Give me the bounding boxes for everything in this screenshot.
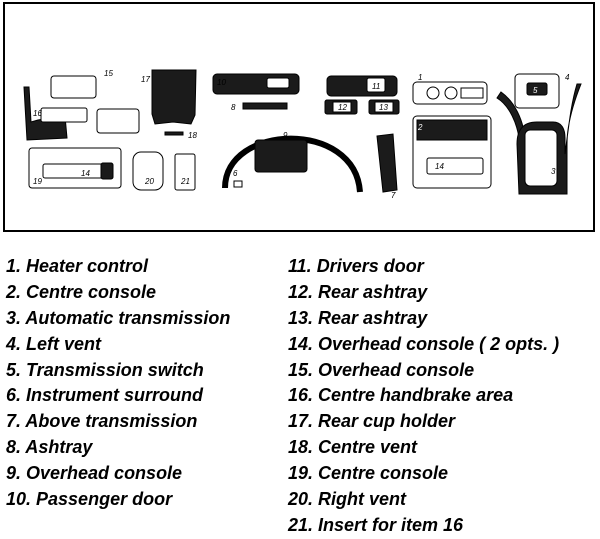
legend-item-12: 12. Rear ashtray xyxy=(288,281,428,302)
part-19-switch xyxy=(100,162,114,180)
callout-14-centre: 14 xyxy=(81,169,90,178)
part-6-instrument-surround xyxy=(222,135,363,193)
legend-item-13: 13. Rear ashtray xyxy=(288,307,428,328)
legend-item-11: 11. Drivers door xyxy=(288,256,424,276)
part-9-overhead-console xyxy=(254,139,308,173)
legend-left-column: 1. Heater control 2. Centre console 3. A… xyxy=(6,254,230,513)
part-2-top-band xyxy=(416,119,488,141)
part-8-ashtray xyxy=(242,102,288,110)
callout-15: 15 xyxy=(104,69,113,78)
callout-1: 1 xyxy=(418,73,422,82)
legend-item-17: 17. Rear cup holder xyxy=(288,411,456,432)
part-1-knob-left xyxy=(426,86,440,100)
callout-16: 16 xyxy=(33,109,42,118)
part-21-insert xyxy=(174,153,196,191)
callout-9: 9 xyxy=(283,131,288,140)
part-1-knob-center xyxy=(444,86,458,100)
legend-item-7: 7. Above transmission xyxy=(6,411,198,432)
callout-2: 2 xyxy=(417,123,423,132)
callout-19: 19 xyxy=(33,177,42,186)
legend-item-18: 18. Centre vent xyxy=(288,437,418,458)
part-15-overhead-console xyxy=(50,75,97,99)
callout-7: 7 xyxy=(391,191,396,200)
callout-10: 10 xyxy=(217,78,226,87)
parts-diagram-frame: 15 17 10 1 4 16 11 8 12 13 5 2 18 9 14 1… xyxy=(3,2,595,232)
callout-6: 6 xyxy=(233,169,238,178)
legend-item-1: 1. Heater control xyxy=(6,256,149,276)
legend-item-15: 15. Overhead console xyxy=(288,359,475,380)
callout-21: 21 xyxy=(180,177,190,186)
parts-diagram: 15 17 10 1 4 16 11 8 12 13 5 2 18 9 14 1… xyxy=(23,69,582,200)
part-11-drivers-door xyxy=(326,75,398,97)
part-6-small-insert xyxy=(233,180,243,188)
legend-item-3: 3. Automatic transmission xyxy=(6,307,231,328)
part-18-centre-vent xyxy=(164,131,184,136)
part-5-switch-inner xyxy=(526,82,548,96)
callout-20: 20 xyxy=(144,177,154,186)
callout-3: 3 xyxy=(551,167,556,176)
legend-item-2: 2. Centre console xyxy=(6,281,157,302)
part-1-slider-right xyxy=(460,87,484,99)
callout-13: 13 xyxy=(379,103,388,112)
callout-5: 5 xyxy=(533,86,538,95)
callout-18: 18 xyxy=(188,131,197,140)
part-15-panel-right xyxy=(96,108,140,134)
part-17-rear-cup-holder xyxy=(151,69,197,125)
legend-item-5: 5. Transmission switch xyxy=(6,359,204,380)
callout-12: 12 xyxy=(338,103,347,112)
callout-11: 11 xyxy=(372,82,380,91)
callout-4: 4 xyxy=(565,73,570,82)
legend-right-column: 11. Drivers door 12. Rear ashtray 13. Re… xyxy=(288,254,559,539)
legend-item-9: 9. Overhead console xyxy=(6,463,183,484)
legend-item-14: 14. Overhead console ( 2 opts. ) xyxy=(288,333,560,354)
part-20-right-vent xyxy=(132,151,164,191)
legend-item-16: 16. Centre handbrake area xyxy=(288,385,514,406)
part-14-console-insert xyxy=(426,157,484,175)
part-12-inner xyxy=(332,101,352,113)
callout-17: 17 xyxy=(141,75,150,84)
part-3-shift-gate xyxy=(524,129,558,187)
legend-item-10: 10. Passenger door xyxy=(6,489,173,510)
part-15-panel-left xyxy=(40,107,88,123)
part-7-above-transmission xyxy=(376,133,398,193)
part-10-handle xyxy=(266,77,290,89)
legend-item-6: 6. Instrument surround xyxy=(6,385,204,406)
legend-item-21: 21. Insert for item 16 xyxy=(288,514,464,535)
callout-8: 8 xyxy=(231,103,236,112)
legend-item-4: 4. Left vent xyxy=(6,333,102,354)
legend-item-8: 8. Ashtray xyxy=(6,437,93,458)
part-11-handle xyxy=(366,77,386,93)
callout-14-console: 14 xyxy=(435,162,444,171)
legend-item-20: 20. Right vent xyxy=(288,489,407,510)
part-13-inner xyxy=(374,101,394,113)
legend-item-19: 19. Centre console xyxy=(288,463,449,484)
